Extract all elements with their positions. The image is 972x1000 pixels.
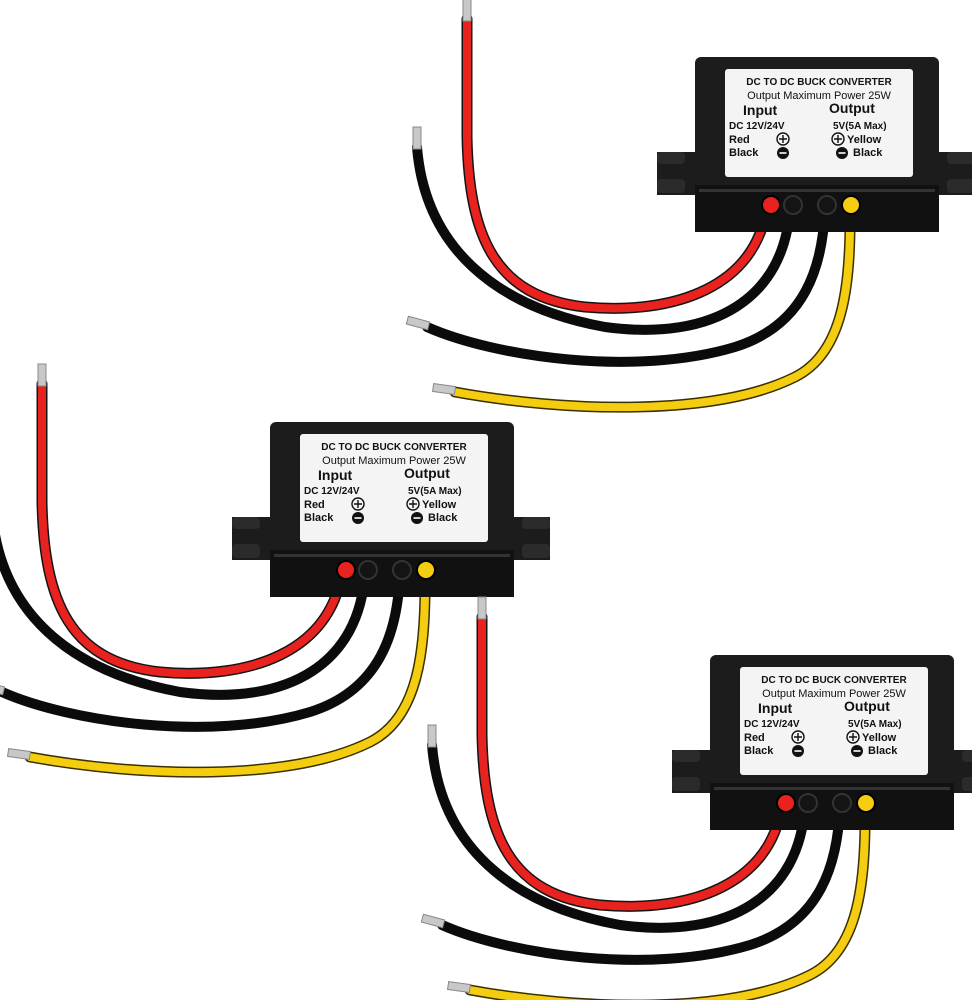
out-positive-label: Yellow — [847, 134, 882, 146]
out-negative-label: Black — [868, 745, 898, 757]
label-subtitle: Output Maximum Power 25W — [322, 455, 466, 467]
out-negative-label: Black — [428, 512, 458, 524]
converter-label: DC TO DC BUCK CONVERTER Output Maximum P… — [744, 675, 907, 757]
label-subtitle: Output Maximum Power 25W — [747, 90, 891, 102]
plus-icon — [776, 132, 790, 146]
output-heading: Output — [829, 100, 875, 116]
plus-icon — [791, 730, 805, 744]
label-title: DC TO DC BUCK CONVERTER — [761, 675, 907, 686]
plus-icon — [406, 497, 420, 511]
converter-unit: DC TO DC BUCK CONVERTER Output Maximum P… — [406, 0, 972, 407]
input-voltage: DC 12V/24V — [729, 121, 785, 132]
in-positive-label: Red — [304, 499, 325, 511]
label-subtitle: Output Maximum Power 25W — [762, 688, 906, 700]
output-voltage: 5V(5A Max) — [408, 486, 462, 497]
in-negative-label: Black — [304, 512, 334, 524]
minus-icon — [352, 512, 364, 524]
minus-icon — [777, 147, 789, 159]
plus-icon — [351, 497, 365, 511]
converter-label: DC TO DC BUCK CONVERTER Output Maximum P… — [304, 442, 467, 524]
converter-unit: DC TO DC BUCK CONVERTER Output Maximum P… — [421, 597, 972, 1000]
in-positive-label: Red — [729, 134, 750, 146]
out-positive-label: Yellow — [422, 499, 457, 511]
input-heading: Input — [318, 467, 353, 483]
out-negative-label: Black — [853, 147, 883, 159]
output-voltage: 5V(5A Max) — [833, 121, 887, 132]
in-negative-label: Black — [744, 745, 774, 757]
output-voltage: 5V(5A Max) — [848, 719, 902, 730]
plus-icon — [831, 132, 845, 146]
input-heading: Input — [743, 102, 778, 118]
input-voltage: DC 12V/24V — [304, 486, 360, 497]
output-heading: Output — [404, 465, 450, 481]
converter-unit: DC TO DC BUCK CONVERTER Output Maximum P… — [0, 364, 550, 772]
plus-icon — [846, 730, 860, 744]
minus-icon — [851, 745, 863, 757]
out-positive-label: Yellow — [862, 732, 897, 744]
label-title: DC TO DC BUCK CONVERTER — [321, 442, 467, 453]
input-heading: Input — [758, 700, 793, 716]
minus-icon — [792, 745, 804, 757]
output-heading: Output — [844, 698, 890, 714]
minus-icon — [411, 512, 423, 524]
input-voltage: DC 12V/24V — [744, 719, 800, 730]
in-positive-label: Red — [744, 732, 765, 744]
converter-label: DC TO DC BUCK CONVERTER Output Maximum P… — [729, 77, 892, 159]
in-negative-label: Black — [729, 147, 759, 159]
label-title: DC TO DC BUCK CONVERTER — [746, 77, 892, 88]
minus-icon — [836, 147, 848, 159]
